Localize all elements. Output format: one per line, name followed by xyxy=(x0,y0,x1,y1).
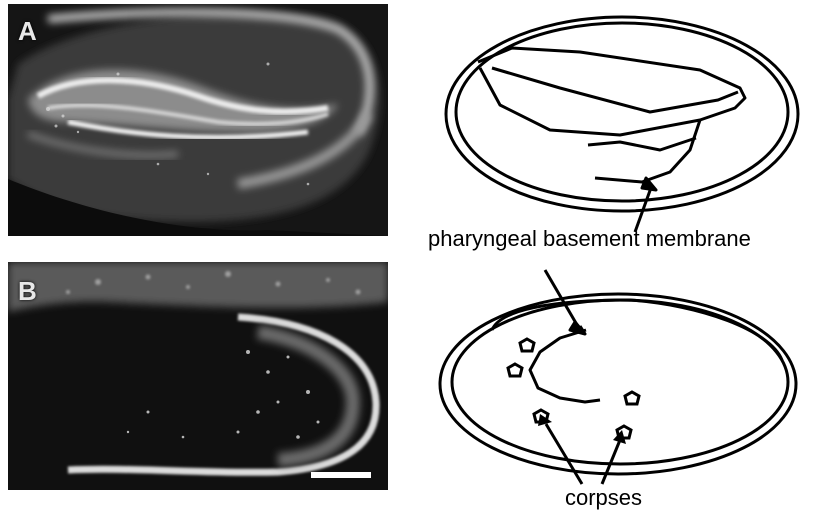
pharynx-outline-a xyxy=(478,48,745,135)
pharyngeal-basement-membrane-b xyxy=(530,330,600,402)
corpse-pointer-line-right xyxy=(602,440,620,484)
schematic-drawings xyxy=(400,0,835,518)
micrograph-panel-a: A xyxy=(8,4,388,236)
micrograph-b-image xyxy=(8,262,388,490)
label-corpses: corpses xyxy=(565,485,642,511)
panel-label-b: B xyxy=(18,276,37,307)
micrograph-a-image xyxy=(8,4,388,236)
corpse-pointer-line-left xyxy=(546,424,582,484)
corpse-icon xyxy=(520,339,534,351)
corpse-markers xyxy=(508,339,639,438)
corpse-icon xyxy=(625,392,639,404)
worm-outline-a-outer xyxy=(446,17,798,211)
label-pharyngeal-basement-membrane: pharyngeal basement membrane xyxy=(428,226,751,252)
pbm-arrowhead-a xyxy=(642,178,656,190)
schematic-a xyxy=(446,17,798,232)
micrograph-panel-b: B xyxy=(8,262,388,490)
pharynx-lumen-a xyxy=(492,68,738,112)
worm-body-fold-b xyxy=(492,300,782,360)
corpse-arrowheads xyxy=(538,414,626,444)
scale-bar xyxy=(311,472,371,478)
pharynx-lobe-a xyxy=(588,138,696,150)
corpse-icon xyxy=(508,364,522,376)
panel-label-a: A xyxy=(18,16,37,47)
